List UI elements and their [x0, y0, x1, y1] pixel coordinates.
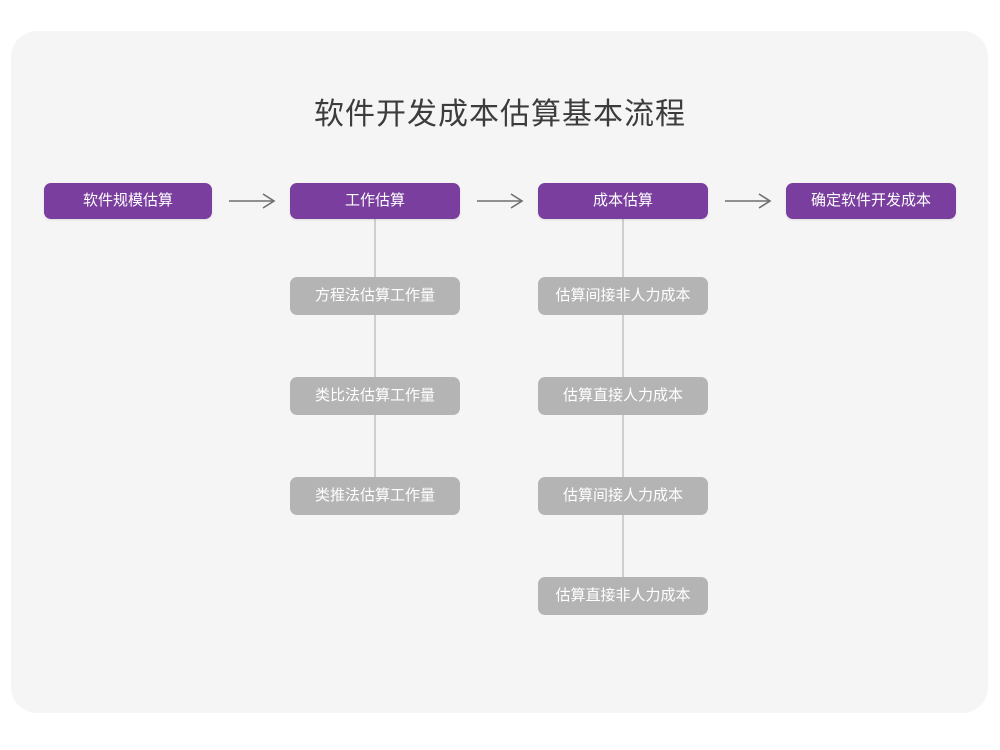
sub-node-stage3-4[interactable]: 估算直接非人力成本 [538, 577, 708, 615]
stage-node-4[interactable]: 确定软件开发成本 [786, 183, 956, 219]
arrow-stage2-stage3 [477, 191, 527, 211]
sub-node-stage2-1[interactable]: 方程法估算工作量 [290, 277, 460, 315]
arrow-right-icon [229, 193, 276, 209]
arrow-stage3-stage4 [725, 191, 775, 211]
stage-node-2[interactable]: 工作估算 [290, 183, 460, 219]
sub-node-stage3-2[interactable]: 估算直接人力成本 [538, 377, 708, 415]
stage-node-1[interactable]: 软件规模估算 [44, 183, 212, 219]
arrow-right-icon [725, 193, 772, 209]
diagram-card [11, 31, 988, 713]
page-title: 软件开发成本估算基本流程 [314, 98, 686, 131]
stage-node-3[interactable]: 成本估算 [538, 183, 708, 219]
sub-node-stage3-1[interactable]: 估算间接非人力成本 [538, 277, 708, 315]
sub-node-stage2-2[interactable]: 类比法估算工作量 [290, 377, 460, 415]
arrow-right-icon [477, 193, 524, 209]
arrow-stage1-stage2 [229, 191, 279, 211]
connector-line-stage2 [374, 218, 376, 482]
sub-node-stage2-3[interactable]: 类推法估算工作量 [290, 477, 460, 515]
sub-node-stage3-3[interactable]: 估算间接人力成本 [538, 477, 708, 515]
